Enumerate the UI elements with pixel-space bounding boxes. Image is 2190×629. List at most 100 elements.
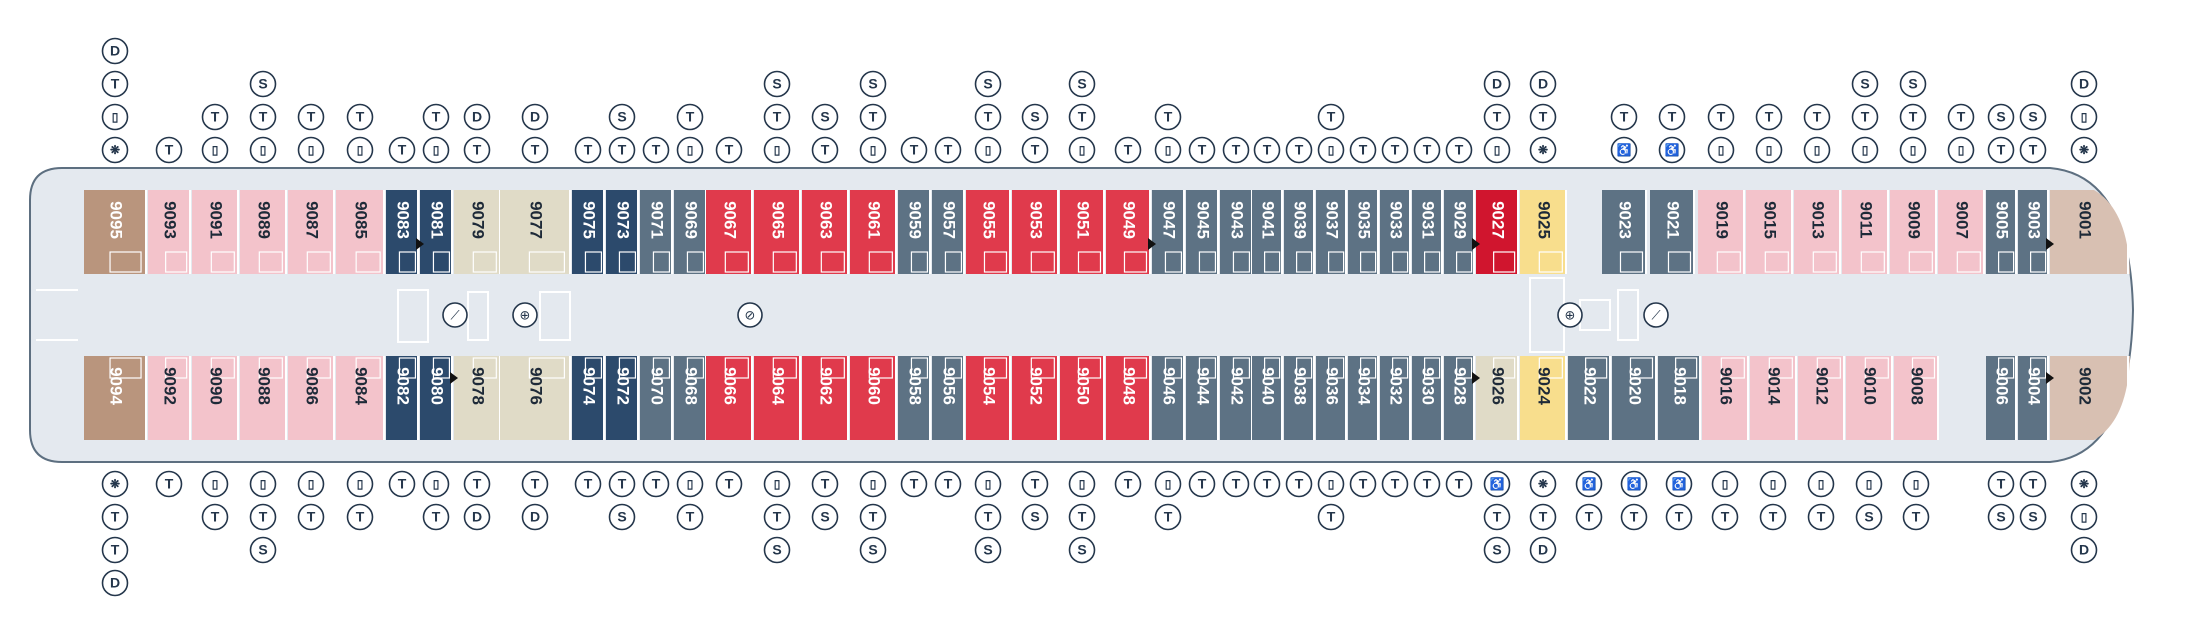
cabin-9018[interactable]: 9018 bbox=[1658, 356, 1701, 440]
cabin-9023[interactable]: 9023 bbox=[1602, 190, 1647, 274]
icon-stack-9056: T bbox=[934, 470, 962, 498]
cabin-9087[interactable]: 9087 bbox=[288, 190, 335, 274]
cabin-9011[interactable]: 9011 bbox=[1842, 190, 1889, 274]
cabin-9065[interactable]: 9065 bbox=[754, 190, 801, 274]
cabin-9034[interactable]: 9034 bbox=[1348, 356, 1379, 440]
cabin-9091[interactable]: 9091 bbox=[192, 190, 239, 274]
cabin-9010[interactable]: 9010 bbox=[1846, 356, 1893, 440]
cabin-9075[interactable]: 9075 bbox=[572, 190, 605, 274]
cabin-9066[interactable]: 9066 bbox=[706, 356, 753, 440]
cabin-9006[interactable]: 9006 bbox=[1986, 356, 2017, 440]
cabin-9051[interactable]: 9051 bbox=[1060, 190, 1105, 274]
cabin-number: 9085 bbox=[352, 201, 371, 239]
cabin-9022[interactable]: 9022 bbox=[1568, 356, 1611, 440]
cabin-9072[interactable]: 9072 bbox=[606, 356, 639, 440]
cabin-9001[interactable]: 9001 bbox=[2046, 190, 2130, 274]
cabin-9089[interactable]: 9089 bbox=[240, 190, 287, 274]
cabin-9030[interactable]: 9030 bbox=[1412, 356, 1443, 440]
cabin-9076[interactable]: 9076 bbox=[500, 356, 571, 440]
cabin-9055[interactable]: 9055 bbox=[966, 190, 1011, 274]
cabin-9031[interactable]: 9031 bbox=[1412, 190, 1443, 274]
cabin-9077[interactable]: 9077 bbox=[500, 190, 571, 274]
cabin-9042[interactable]: 9042 bbox=[1220, 356, 1253, 440]
cabin-9026[interactable]: 9026 bbox=[1472, 356, 1519, 440]
cabin-9083[interactable]: 9083 bbox=[386, 190, 419, 274]
cabin-9067[interactable]: 9067 bbox=[706, 190, 753, 274]
cabin-9045[interactable]: 9045 bbox=[1186, 190, 1219, 274]
cabin-9062[interactable]: 9062 bbox=[802, 356, 849, 440]
cabin-9035[interactable]: 9035 bbox=[1348, 190, 1379, 274]
cabin-9061[interactable]: 9061 bbox=[850, 190, 897, 274]
cabin-9046[interactable]: 9046 bbox=[1152, 356, 1185, 440]
cabin-9029[interactable]: 9029 bbox=[1444, 190, 1475, 274]
cabin-9060[interactable]: 9060 bbox=[850, 356, 897, 440]
cabin-9033[interactable]: 9033 bbox=[1380, 190, 1411, 274]
cabin-9044[interactable]: 9044 bbox=[1186, 356, 1219, 440]
cabin-9036[interactable]: 9036 bbox=[1316, 356, 1347, 440]
cabin-9086[interactable]: 9086 bbox=[288, 356, 335, 440]
cabin-9070[interactable]: 9070 bbox=[640, 356, 673, 440]
cabin-9074[interactable]: 9074 bbox=[572, 356, 605, 440]
cabin-9079[interactable]: 9079 bbox=[454, 190, 501, 274]
svg-text:T: T bbox=[1232, 142, 1241, 158]
cabin-9049[interactable]: 9049 bbox=[1106, 190, 1151, 274]
cabin-9028[interactable]: 9028 bbox=[1444, 356, 1475, 440]
cabin-9040[interactable]: 9040 bbox=[1252, 356, 1283, 440]
cabin-9069[interactable]: 9069 bbox=[674, 190, 707, 274]
icon-stack-9007: T▯ bbox=[1947, 103, 1975, 164]
cabin-9052[interactable]: 9052 bbox=[1012, 356, 1059, 440]
cabin-9012[interactable]: 9012 bbox=[1798, 356, 1845, 440]
cabin-9057[interactable]: 9057 bbox=[932, 190, 965, 274]
cabin-9071[interactable]: 9071 bbox=[640, 190, 673, 274]
cabin-9073[interactable]: 9073 bbox=[606, 190, 639, 274]
cabin-9016[interactable]: 9016 bbox=[1702, 356, 1749, 440]
cabin-9064[interactable]: 9064 bbox=[754, 356, 801, 440]
cabin-9053[interactable]: 9053 bbox=[1012, 190, 1059, 274]
bathroom-outline bbox=[1030, 251, 1055, 273]
cabin-9003[interactable]: 9003 bbox=[2018, 190, 2049, 274]
cabin-9020[interactable]: 9020 bbox=[1612, 356, 1657, 440]
cabin-9085[interactable]: 9085 bbox=[336, 190, 385, 274]
cabin-9088[interactable]: 9088 bbox=[240, 356, 287, 440]
cabin-9048[interactable]: 9048 bbox=[1106, 356, 1151, 440]
cabin-9008[interactable]: 9008 bbox=[1894, 356, 1939, 440]
cabin-number: 9065 bbox=[769, 201, 788, 239]
cabin-9027[interactable]: 9027 bbox=[1472, 190, 1519, 274]
cabin-9059[interactable]: 9059 bbox=[898, 190, 931, 274]
cabin-9094[interactable]: 9094 bbox=[84, 356, 147, 440]
cabin-9047[interactable]: 9047 bbox=[1148, 190, 1185, 274]
cabin-9080[interactable]: 9080 bbox=[420, 356, 453, 440]
cabin-9078[interactable]: 9078 bbox=[450, 356, 501, 440]
cabin-9009[interactable]: 9009 bbox=[1890, 190, 1937, 274]
cabin-9032[interactable]: 9032 bbox=[1380, 356, 1411, 440]
cabin-9050[interactable]: 9050 bbox=[1060, 356, 1105, 440]
cabin-9068[interactable]: 9068 bbox=[674, 356, 707, 440]
cabin-9095[interactable]: 9095 bbox=[84, 190, 147, 274]
cabin-9084[interactable]: 9084 bbox=[336, 356, 385, 440]
cabin-9041[interactable]: 9041 bbox=[1252, 190, 1283, 274]
cabin-9092[interactable]: 9092 bbox=[148, 356, 191, 440]
cabin-9090[interactable]: 9090 bbox=[192, 356, 239, 440]
cabin-9007[interactable]: 9007 bbox=[1938, 190, 1985, 274]
cabin-9004[interactable]: 9004 bbox=[2018, 356, 2049, 440]
cabin-9025[interactable]: 9025 bbox=[1520, 190, 1567, 274]
cabin-9056[interactable]: 9056 bbox=[932, 356, 965, 440]
cabin-9019[interactable]: 9019 bbox=[1698, 190, 1745, 274]
cabin-9037[interactable]: 9037 bbox=[1316, 190, 1347, 274]
cabin-9081[interactable]: 9081 bbox=[416, 190, 453, 274]
cabin-9054[interactable]: 9054 bbox=[966, 356, 1011, 440]
cabin-9038[interactable]: 9038 bbox=[1284, 356, 1315, 440]
cabin-9014[interactable]: 9014 bbox=[1750, 356, 1797, 440]
cabin-9021[interactable]: 9021 bbox=[1650, 190, 1695, 274]
cabin-9024[interactable]: 9024 bbox=[1520, 356, 1567, 440]
cabin-9063[interactable]: 9063 bbox=[802, 190, 849, 274]
cabin-9015[interactable]: 9015 bbox=[1746, 190, 1793, 274]
cabin-9013[interactable]: 9013 bbox=[1794, 190, 1841, 274]
cabin-9082[interactable]: 9082 bbox=[386, 356, 419, 440]
cabin-9002[interactable]: 9002 bbox=[2046, 356, 2130, 440]
cabin-9093[interactable]: 9093 bbox=[148, 190, 191, 274]
cabin-9005[interactable]: 9005 bbox=[1986, 190, 2017, 274]
cabin-9058[interactable]: 9058 bbox=[898, 356, 931, 440]
cabin-9043[interactable]: 9043 bbox=[1220, 190, 1253, 274]
cabin-9039[interactable]: 9039 bbox=[1284, 190, 1315, 274]
